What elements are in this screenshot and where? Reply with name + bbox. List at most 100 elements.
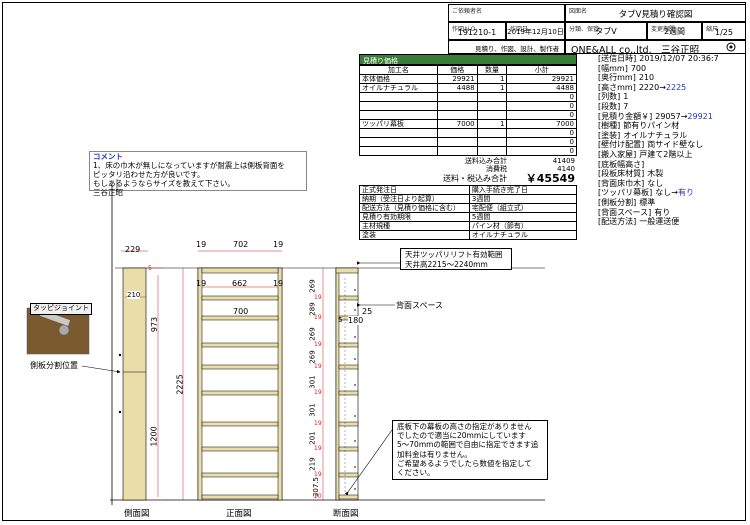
spec-line: [段数]7 [598, 102, 744, 112]
side-depth-inner-label: 210 [127, 291, 141, 299]
front-shelves [201, 295, 279, 500]
back-space-label: 背面スペース [396, 301, 444, 310]
spec-line: [段板床材質]木製 [598, 169, 744, 179]
section-view-label: 断面図 [333, 509, 359, 519]
shelf-pin-hole [354, 488, 356, 490]
note-line: 天井ツッパリリフト有効範囲 [405, 250, 503, 259]
note-line: ご希望あるようでしたら数値を指定して [397, 458, 532, 468]
shelf-pin-hole [354, 466, 356, 468]
spec-value: なし [647, 178, 664, 188]
spec-value: 標準 [639, 197, 656, 207]
drawing-no: 191210-1 [457, 28, 497, 37]
spec-key: [樹種] [598, 121, 621, 131]
estimate-cell [359, 146, 438, 156]
spec-key: [背面床巾木] [598, 178, 645, 188]
type-label: 分類、保管 [569, 26, 600, 33]
section-board-label: 19 [314, 294, 322, 301]
section-back-panel [335, 267, 340, 501]
type-cell: 分類、保管 タブV [565, 22, 647, 40]
comment-line: ピッタリ沿わせた方が良いです。 [93, 170, 205, 179]
note-line: 天井高2215～2240mm [405, 259, 488, 269]
drawing-name: タブV見積り確認図 [618, 10, 693, 20]
spec-line: [見積り金額￥]29057→29921 [598, 112, 744, 122]
note-line: ください。 [397, 468, 435, 478]
spec-value: 有り [654, 207, 671, 217]
front-outline [197, 267, 283, 501]
spec-key: [段板床材質] [598, 169, 645, 179]
condition-row: 塗装オイルナチュラル [359, 230, 578, 240]
section-shelf-board [338, 295, 359, 301]
grand-total-label: 送料・税込み合計 [443, 173, 507, 183]
spec-new-value: 29921 [687, 111, 713, 121]
maker-desc: 見積り、作図、設計、製作者 [475, 45, 560, 53]
front-shelf-board [201, 446, 279, 452]
drawing-no-cell: 作図ＮＯ 191210-1 [448, 22, 506, 40]
grand-total: ￥45549 [525, 173, 575, 184]
spec-key: [側板分割] [598, 197, 637, 207]
spec-key: [列数] [598, 92, 621, 102]
spec-key: [見積り金額￥] [598, 111, 653, 121]
bottom-note-leader [344, 429, 393, 496]
section-shelf-board [338, 446, 359, 452]
shelf-pin-hole [354, 415, 356, 417]
spec-new-value: 有り [677, 188, 694, 198]
spec-key: [ツッパリ幕板] [598, 188, 653, 198]
drawing-no-label: 作図ＮＯ [452, 26, 477, 33]
section-board-label: 19 [314, 314, 322, 321]
estimate-cell [476, 146, 508, 156]
side-depth-label: 229 [125, 245, 141, 254]
spec-value: 節有りパイン材 [623, 121, 680, 131]
front-shelf-board [201, 472, 279, 478]
front-top-board [201, 267, 279, 274]
spec-value: オイルナチュラル [623, 130, 688, 140]
shelf-pin-hole [354, 289, 356, 291]
type-value: タブV [595, 27, 617, 36]
front-width-label: 702 [233, 240, 249, 249]
spec-value: なし [655, 188, 672, 198]
shipping-total: 41409 [552, 157, 575, 165]
board-label: 19 [196, 279, 207, 288]
section-depth-label: 219 [308, 457, 317, 471]
spec-value: 両サイド壁なし [647, 140, 704, 150]
section-board-label: 19 [314, 389, 322, 396]
section-depth-label: 269 [308, 350, 317, 364]
ceiling-note: 天井ツッパリリフト有効範囲 天井高2215～2240mm [400, 248, 512, 270]
comment-line: 三谷正昭 [93, 188, 123, 197]
front-shelf-board [201, 390, 279, 396]
front-inner-label: 662 [232, 279, 248, 288]
estimate-row: 0 [359, 146, 577, 156]
front-shelf-board [201, 364, 279, 370]
comment-line: もしあるようならサイズを教えて下さい。 [93, 179, 235, 188]
spec-value: 2220 [638, 82, 660, 92]
front-shelf-label: 700 [233, 307, 249, 316]
spec-value: 一般運送便 [639, 217, 680, 227]
section-shelf-board [338, 472, 359, 478]
front-shelf-board [201, 315, 279, 321]
estimate-cell [436, 146, 478, 156]
section-board-label: 19 [314, 363, 322, 370]
spec-key: [背面スペース] [598, 207, 652, 217]
section-board-label: 19 [314, 341, 322, 348]
scale-label: 縮尺 [706, 26, 719, 33]
shipping-total-label: 送料込み合計 [465, 157, 507, 165]
section-board-label: 19 [314, 471, 322, 478]
spec-line: [塗装]オイルナチュラル [598, 131, 744, 141]
side-view-label: 側面図 [124, 509, 150, 519]
divide-label: 側板分割位置 [30, 361, 78, 370]
board-label: 19 [196, 240, 207, 249]
screw-mark [118, 353, 122, 357]
spec-line: [背面スペース]有り [598, 208, 744, 218]
joint-photo [27, 308, 89, 354]
scale-value: 1/25 [715, 28, 733, 37]
board-label: 19 [273, 279, 284, 288]
change-label: 変更期間 [651, 26, 676, 33]
spec-key: [段数] [598, 101, 621, 111]
date-cell: 作図日 2019年12月10日 [506, 22, 565, 40]
note-line: 加料金は有りません。 [397, 449, 472, 459]
spec-key: [高さmm] [598, 82, 636, 92]
screw-mark [118, 410, 122, 414]
divide-leader [81, 365, 121, 374]
spec-line: [配送方法]一般運送便 [598, 217, 744, 227]
